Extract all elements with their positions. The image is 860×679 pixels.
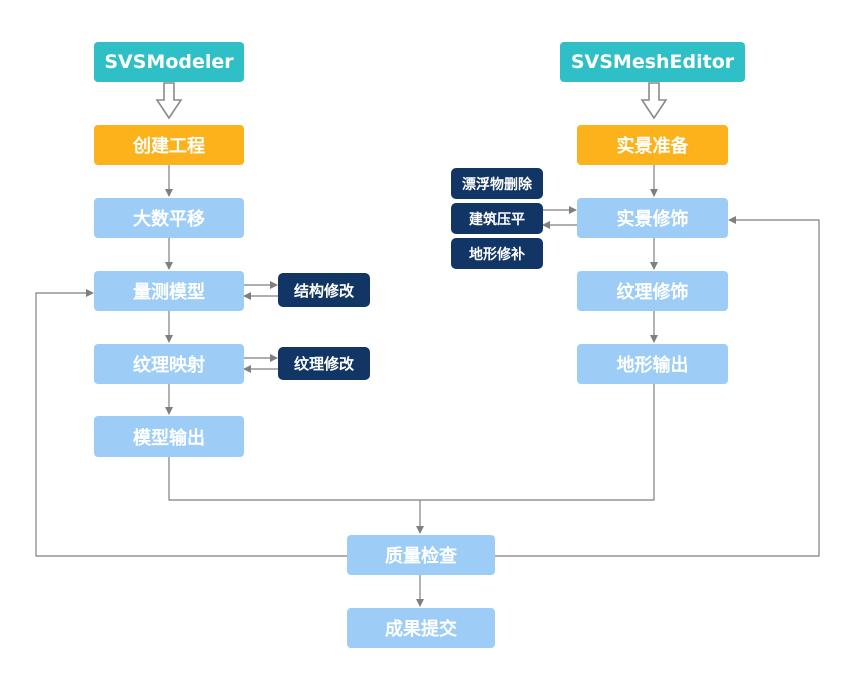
branch-building-flatten: 建筑压平: [451, 203, 543, 234]
hollow-arrow-right: [640, 82, 668, 120]
branch-terrain-repair: 地形修补: [451, 238, 543, 269]
step-left-1: 大数平移: [94, 198, 244, 238]
start-scene-prepare: 实景准备: [577, 125, 728, 165]
step-right-3: 地形输出: [577, 344, 728, 384]
tool-svsmesheditor: SVSMeshEditor: [560, 42, 745, 82]
step-left-4: 模型输出: [94, 416, 244, 457]
start-create-project: 创建工程: [94, 125, 244, 165]
branch-texture-edit: 纹理修改: [278, 347, 370, 380]
feedback-to-left-step2: [35, 289, 347, 557]
branch-structure-edit: 结构修改: [278, 273, 370, 307]
merge-left-line: [168, 384, 655, 501]
step-right-2: 纹理修饰: [577, 271, 728, 311]
result-submit: 成果提交: [347, 608, 495, 648]
step-left-2: 量测模型: [94, 271, 244, 311]
tool-svsmodeler: SVSModeler: [94, 42, 244, 82]
step-right-1: 实景修饰: [577, 198, 728, 238]
feedback-to-right-step1: [495, 216, 820, 557]
hollow-arrow-left: [155, 82, 183, 120]
branch-float-delete: 漂浮物删除: [451, 168, 543, 199]
quality-check: 质量检查: [347, 535, 495, 575]
step-left-3: 纹理映射: [94, 344, 244, 384]
